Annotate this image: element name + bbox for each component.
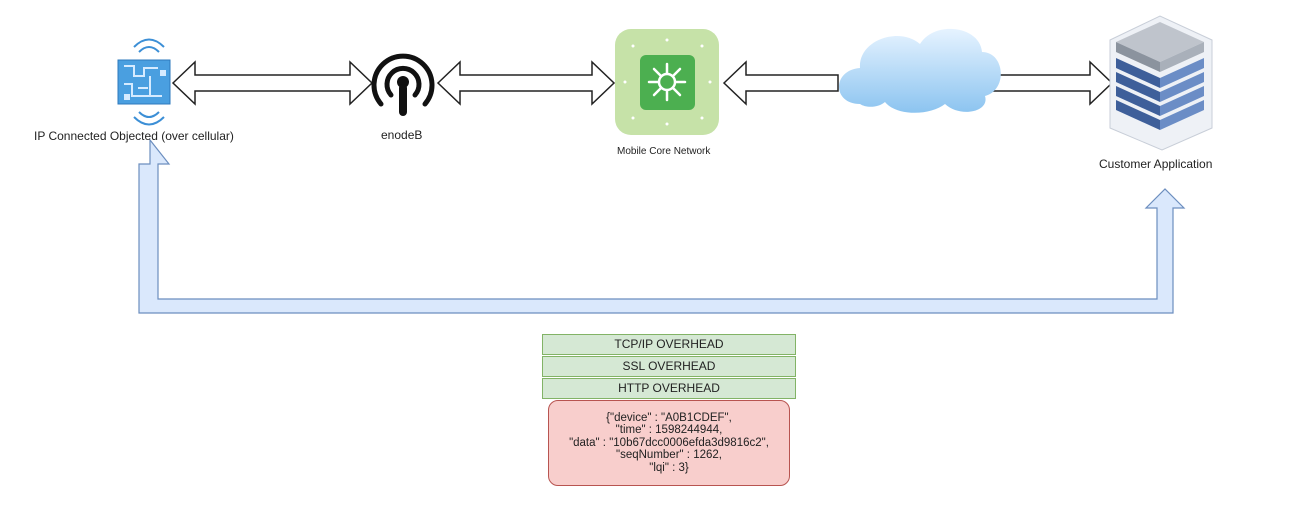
stack-layer-http: HTTP OVERHEAD [542,378,796,399]
payload-line: "lqi" : 3} [649,461,689,474]
cloud-core-arrow [722,60,839,106]
return-path-arrow [138,138,1186,314]
antenna-icon [371,53,435,116]
enodeb-core-arrow [436,60,616,106]
server-rack-icon [1109,15,1213,151]
stack-layer-tcpip: TCP/IP OVERHEAD [542,334,796,355]
stack-layer-ssl: SSL OVERHEAD [542,356,796,377]
enodeb-label: enodeB [381,128,423,142]
customer-label: Customer Application [1099,157,1213,171]
device-enodeb-arrow [171,60,374,106]
payload-line: "data" : "10b67dcc0006efda3d9816c2", [569,436,769,449]
core-label: Mobile Core Network [617,146,711,157]
payload-line: {"device" : "A0B1CDEF", [606,411,732,424]
iot-chip-icon [117,38,171,126]
payload-line: "time" : 1598244944, [615,424,723,437]
device-label: IP Connected Objected (over cellular) [34,129,234,143]
payload-line: "seqNumber" : 1262, [616,449,722,462]
cloud-icon [839,28,1001,113]
core-network-icon [615,29,719,135]
cloud-customer-arrow [989,60,1114,106]
payload-box: {"device" : "A0B1CDEF", "time" : 1598244… [548,400,790,486]
